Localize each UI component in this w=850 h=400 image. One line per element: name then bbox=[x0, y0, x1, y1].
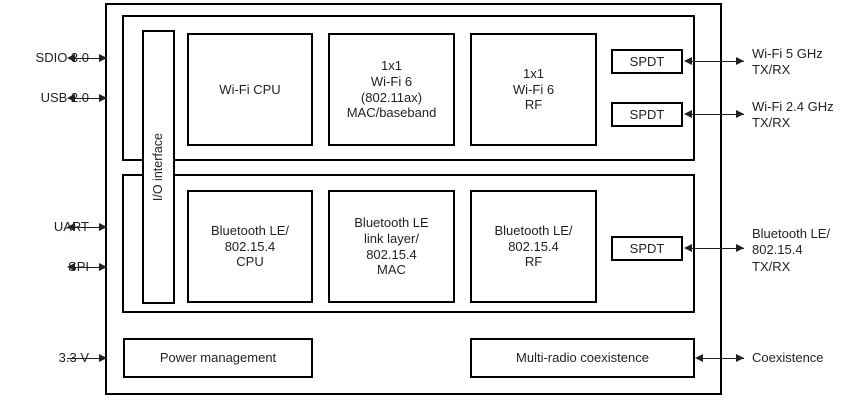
wifi-mac-baseband-label: 1x1 Wi-Fi 6 (802.11ax) MAC/baseband bbox=[346, 57, 437, 121]
port-label-sdio: SDIO 3.0 bbox=[35, 50, 89, 65]
io-interface-block: I/O interface bbox=[142, 30, 175, 304]
arrowhead-sdio-right-icon bbox=[99, 53, 107, 62]
connector-bluetooth bbox=[692, 248, 744, 249]
connector-wifi-24ghz bbox=[692, 114, 744, 115]
arrowhead-supply-right-icon bbox=[99, 353, 107, 362]
port-label-coexistence: Coexistence bbox=[752, 350, 824, 365]
arrowhead-wifi-5ghz-left-icon bbox=[684, 56, 692, 65]
wifi-cpu-label: Wi-Fi CPU bbox=[219, 81, 281, 97]
arrowhead-bluetooth-left-icon bbox=[684, 243, 692, 252]
arrowhead-uart-right-icon bbox=[99, 222, 107, 231]
spdt-wifi-5ghz-block: SPDT bbox=[611, 49, 683, 74]
port-label-bluetooth: Bluetooth LE/ 802.15.4 TX/RX bbox=[752, 226, 831, 274]
port-label-wifi-24ghz: Wi-Fi 2.4 GHz TX/RX bbox=[752, 99, 834, 131]
bluetooth-rf-label: Bluetooth LE/ 802.15.4 RF bbox=[494, 222, 573, 270]
spdt-bluetooth-label: SPDT bbox=[629, 240, 665, 256]
connector-supply bbox=[67, 358, 107, 359]
arrowhead-wifi-24ghz-left-icon bbox=[684, 109, 692, 118]
bluetooth-link-layer-mac-block: Bluetooth LE link layer/ 802.15.4 MAC bbox=[328, 190, 455, 303]
multi-radio-coexistence-block: Multi-radio coexistence bbox=[470, 338, 695, 378]
io-interface-label: I/O interface bbox=[150, 132, 165, 202]
arrowhead-spi-left-icon bbox=[67, 262, 75, 271]
spdt-wifi-5ghz-label: SPDT bbox=[629, 53, 665, 69]
arrowhead-uart-left-icon bbox=[67, 222, 75, 231]
connector-sdio bbox=[75, 58, 107, 59]
connector-spi bbox=[75, 267, 107, 268]
connector-coexistence bbox=[703, 358, 744, 359]
port-label-supply: 3.3 V bbox=[58, 350, 89, 365]
connector-wifi-5ghz bbox=[692, 61, 744, 62]
connector-usb bbox=[75, 98, 107, 99]
wifi-rf-block: 1x1 Wi-Fi 6 RF bbox=[470, 33, 597, 146]
wifi-cpu-block: Wi-Fi CPU bbox=[187, 33, 313, 146]
spdt-wifi-24ghz-label: SPDT bbox=[629, 106, 665, 122]
bluetooth-cpu-label: Bluetooth LE/ 802.15.4 CPU bbox=[210, 222, 290, 270]
arrowhead-wifi-5ghz-right-icon bbox=[736, 56, 744, 65]
arrowhead-sdio-left-icon bbox=[67, 53, 75, 62]
port-label-usb: USB 2.0 bbox=[40, 90, 89, 105]
arrowhead-coexistence-right-icon bbox=[736, 353, 744, 362]
arrowhead-wifi-24ghz-right-icon bbox=[736, 109, 744, 118]
wifi-section-container bbox=[122, 15, 695, 161]
bluetooth-link-layer-mac-label: Bluetooth LE link layer/ 802.15.4 MAC bbox=[354, 214, 429, 278]
bluetooth-cpu-block: Bluetooth LE/ 802.15.4 CPU bbox=[187, 190, 313, 303]
arrowhead-bluetooth-right-icon bbox=[736, 243, 744, 252]
connector-uart bbox=[75, 227, 107, 228]
wifi-mac-baseband-block: 1x1 Wi-Fi 6 (802.11ax) MAC/baseband bbox=[328, 33, 455, 146]
port-label-wifi-5ghz: Wi-Fi 5 GHz TX/RX bbox=[752, 46, 823, 78]
chip-outline bbox=[105, 3, 722, 395]
wifi-rf-label: 1x1 Wi-Fi 6 RF bbox=[512, 65, 555, 113]
arrowhead-spi-right-icon bbox=[99, 262, 107, 271]
spdt-bluetooth-block: SPDT bbox=[611, 236, 683, 261]
arrowhead-usb-left-icon bbox=[67, 93, 75, 102]
power-management-block: Power management bbox=[123, 338, 313, 378]
arrowhead-coexistence-left-icon bbox=[695, 353, 703, 362]
bluetooth-rf-block: Bluetooth LE/ 802.15.4 RF bbox=[470, 190, 597, 303]
multi-radio-coexistence-label: Multi-radio coexistence bbox=[516, 350, 649, 366]
power-management-label: Power management bbox=[159, 350, 277, 366]
spdt-wifi-24ghz-block: SPDT bbox=[611, 102, 683, 127]
bluetooth-section-container bbox=[122, 174, 695, 313]
arrowhead-usb-right-icon bbox=[99, 93, 107, 102]
